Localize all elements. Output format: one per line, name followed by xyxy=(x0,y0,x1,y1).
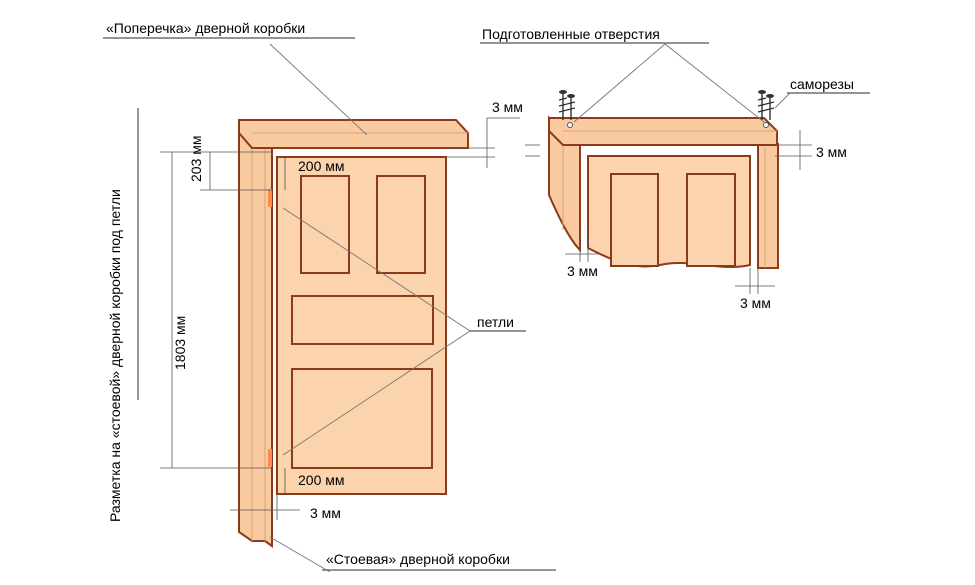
detail-post-left xyxy=(548,115,581,253)
detail-panel-left xyxy=(610,173,659,267)
post-label: «Стоевая» дверной коробки xyxy=(326,551,510,567)
dim-3-right-top-label: 3 мм xyxy=(816,144,847,160)
frame-post xyxy=(238,127,273,548)
door-panel-middle xyxy=(291,295,434,345)
main-leaders xyxy=(269,43,471,573)
main-dimensions xyxy=(160,117,520,520)
screw-icon xyxy=(558,90,576,120)
door-panel-top-left xyxy=(300,175,350,274)
door-panel-bottom xyxy=(291,368,433,469)
dim-3-left-gap-label: 3 мм xyxy=(310,505,341,521)
detail-dimensions xyxy=(525,130,812,294)
holes-label: Подготовленные отверстия xyxy=(482,26,660,42)
hinges-label: петли xyxy=(477,314,514,330)
hinge-mark-bottom xyxy=(268,449,272,467)
main-door-assembly xyxy=(238,119,469,548)
screw-icon xyxy=(757,90,775,120)
prepared-hole-left xyxy=(567,122,573,128)
prepared-hole-right xyxy=(763,122,769,128)
detail-leaders xyxy=(573,43,791,123)
crossbar-label: «Поперечка» дверной коробки xyxy=(106,20,305,36)
dim-200-bottom-label: 200 мм xyxy=(298,472,345,488)
hinge-mark-top xyxy=(268,189,272,207)
door-panel-top-right xyxy=(376,175,426,274)
dim-3-top-gap-label: 3 мм xyxy=(492,99,523,115)
dim-1803-label: 1803 мм xyxy=(172,316,188,370)
detail-post-right xyxy=(757,143,779,269)
detail-assembly xyxy=(548,90,779,269)
dim-203-label: 203 мм xyxy=(188,136,204,183)
frame-crossbar xyxy=(238,119,469,149)
vertical-caption: Разметка на «стоевой» дверной коробки по… xyxy=(107,189,123,522)
screws-label: саморезы xyxy=(790,76,854,92)
detail-panel-right xyxy=(686,173,736,267)
dim-3-right-bottom-left-label: 3 мм xyxy=(567,263,598,279)
dim-200-top-label: 200 мм xyxy=(298,158,345,174)
dim-3-right-bottom-right-label: 3 мм xyxy=(740,295,771,311)
